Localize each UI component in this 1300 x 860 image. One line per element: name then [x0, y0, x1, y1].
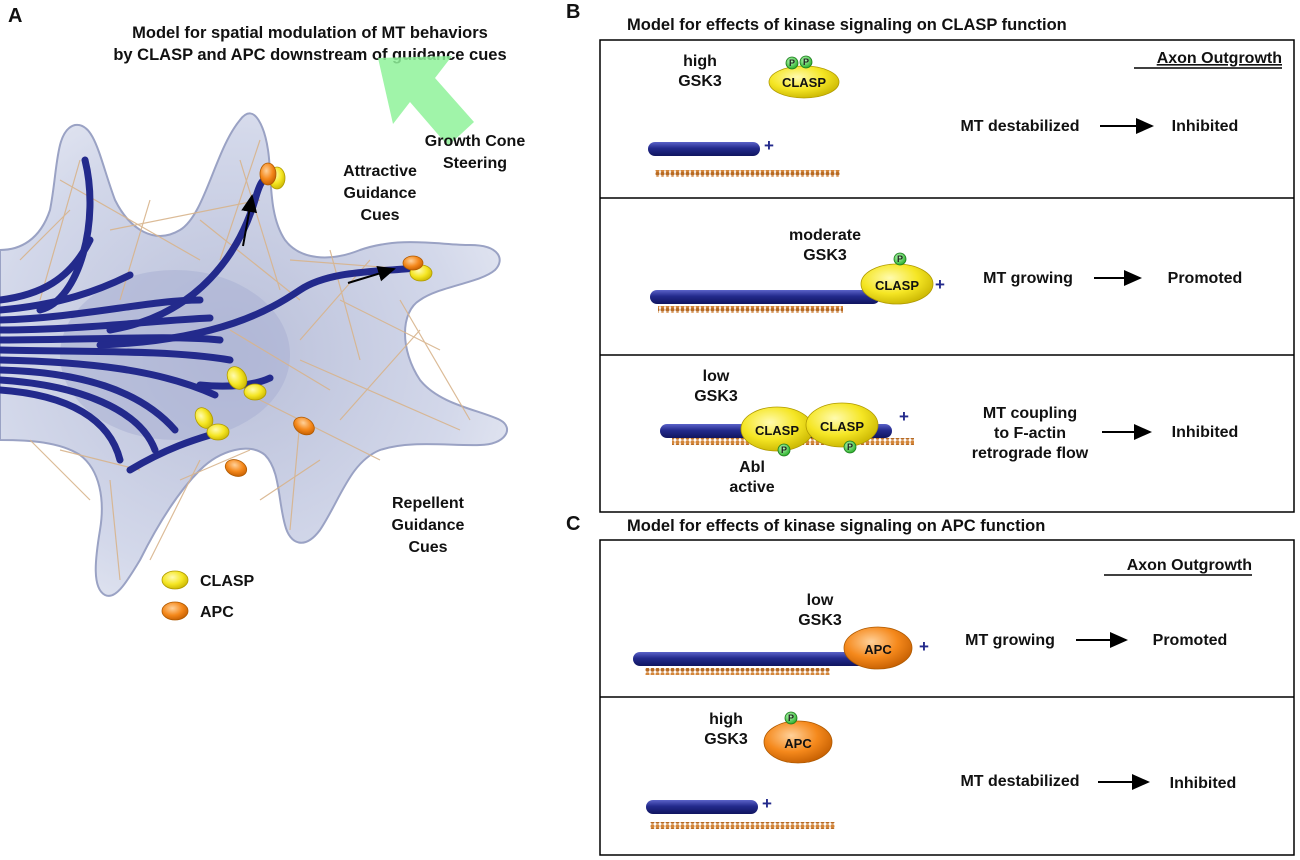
- growth-cone-steering-line-1: Growth Cone: [425, 133, 526, 150]
- cone-proteins: [194, 162, 433, 477]
- legend-apc-label: APC: [200, 604, 234, 621]
- attractive-cues-line-2: Guidance: [344, 185, 417, 202]
- row3-mt-state-line-1: MT coupling: [983, 405, 1077, 422]
- panel-b-row-1: high GSK3 CLASP P P + MT destabilized In…: [648, 53, 1238, 177]
- row1-phospho-1: P: [789, 58, 795, 68]
- c-row1-protein-label: APC: [864, 642, 892, 657]
- actin-filament: [650, 822, 835, 829]
- row3-phospho-2: P: [847, 442, 853, 452]
- steering-arrow-right: [347, 266, 396, 284]
- row1-outcome: Inhibited: [1172, 118, 1239, 135]
- microtubule-bundle: [0, 156, 419, 474]
- row3-kinase-line-2: GSK3: [694, 388, 738, 405]
- panel-c-header: Axon Outgrowth: [1127, 557, 1252, 574]
- row2-phospho-1: P: [897, 254, 903, 264]
- repellent-cues-line-3: Cues: [408, 539, 447, 556]
- steering-arrow-up: [241, 194, 258, 247]
- microtubule: [650, 290, 880, 304]
- actin-filament: [655, 170, 840, 177]
- growth-cone-steering-arrow: [378, 56, 474, 146]
- row1-kinase-line-1: high: [683, 53, 717, 70]
- panel-b-title: Model for effects of kinase signaling on…: [627, 16, 1067, 34]
- c-row2-phospho-1: P: [788, 713, 794, 723]
- c-row2-mt-state: MT destabilized: [960, 773, 1079, 790]
- row3-phospho-1: P: [781, 445, 787, 455]
- c-row1-plus-end: +: [919, 637, 929, 656]
- row2-kinase-line-2: GSK3: [803, 247, 847, 264]
- c-row2-outcome: Inhibited: [1170, 775, 1237, 792]
- row2-protein-label: CLASP: [875, 278, 919, 293]
- panel-b-row-3: low GSK3 CLASP CLASP P P + Abl active MT…: [660, 368, 1238, 496]
- panel-a-label: A: [8, 5, 22, 27]
- attractive-cues-line-1: Attractive: [343, 163, 417, 180]
- row3-mt-state-line-2: to F-actin: [994, 425, 1066, 442]
- panel-b-header: Axon Outgrowth: [1157, 50, 1282, 67]
- row1-kinase-line-2: GSK3: [678, 73, 722, 90]
- row3-protein-label-2: CLASP: [820, 419, 864, 434]
- row1-phospho-2: P: [803, 57, 809, 67]
- row3-outcome: Inhibited: [1172, 424, 1239, 441]
- row2-outcome: Promoted: [1168, 270, 1243, 287]
- row1-plus-end: +: [764, 136, 774, 155]
- row1-mt-state: MT destabilized: [960, 118, 1079, 135]
- c-row2-kinase-line-1: high: [709, 711, 743, 728]
- panel-b: B Model for effects of kinase signaling …: [566, 1, 1295, 513]
- repellent-cues-line-1: Repellent: [392, 495, 465, 512]
- panel-c-row-1: low GSK3 APC + MT growing Promoted: [633, 592, 1227, 675]
- panel-a-title-line-1: Model for spatial modulation of MT behav…: [132, 24, 488, 42]
- c-row2-plus-end: +: [762, 794, 772, 813]
- row3-extra-line-1: Abl: [739, 459, 765, 476]
- c-row1-kinase-line-1: low: [807, 592, 834, 609]
- row3-extra-line-2: active: [729, 479, 774, 496]
- panel-c-row-2: high GSK3 APC P + MT destabilized Inhibi…: [646, 711, 1236, 829]
- microtubule: [648, 142, 760, 156]
- panel-b-row-2: moderate GSK3 CLASP P + MT growing Promo…: [650, 227, 1242, 313]
- panel-c-title: Model for effects of kinase signaling on…: [627, 517, 1045, 535]
- attractive-cues-line-3: Cues: [360, 207, 399, 224]
- panel-b-frame: [599, 39, 1295, 513]
- row2-mt-state: MT growing: [983, 270, 1073, 287]
- row2-plus-end: +: [935, 275, 945, 294]
- panel-c-label: C: [566, 513, 580, 535]
- row1-protein-label: CLASP: [782, 75, 826, 90]
- legend-clasp-swatch: [161, 570, 189, 590]
- legend-clasp-label: CLASP: [200, 573, 255, 590]
- c-row1-mt-state: MT growing: [965, 632, 1055, 649]
- microtubule: [646, 800, 758, 814]
- c-row2-protein-label: APC: [784, 736, 812, 751]
- repellent-cues-line-2: Guidance: [392, 517, 465, 534]
- legend: CLASP APC: [161, 570, 255, 621]
- row3-plus-end: +: [899, 407, 909, 426]
- panel-c: C Model for effects of kinase signaling …: [566, 513, 1295, 856]
- growth-cone-steering-line-2: Steering: [443, 155, 507, 172]
- actin-meshwork: [19, 139, 471, 581]
- c-row1-kinase-line-2: GSK3: [798, 612, 842, 629]
- clasp-protein: [805, 402, 879, 448]
- row3-mt-state-line-3: retrograde flow: [972, 445, 1089, 462]
- microtubule: [633, 652, 865, 666]
- c-row1-outcome: Promoted: [1153, 632, 1228, 649]
- row3-protein-label-1: CLASP: [755, 423, 799, 438]
- row2-kinase-line-1: moderate: [789, 227, 861, 244]
- panel-b-label: B: [566, 1, 580, 23]
- apc-protein: [843, 626, 913, 670]
- legend-apc-swatch: [161, 601, 189, 621]
- apc-protein: [763, 720, 833, 764]
- actin-filament: [645, 668, 830, 675]
- panel-a: A Model for spatial modulation of MT beh…: [0, 5, 525, 621]
- actin-filament: [658, 306, 843, 313]
- row3-kinase-line-1: low: [703, 368, 730, 385]
- c-row2-kinase-line-2: GSK3: [704, 731, 748, 748]
